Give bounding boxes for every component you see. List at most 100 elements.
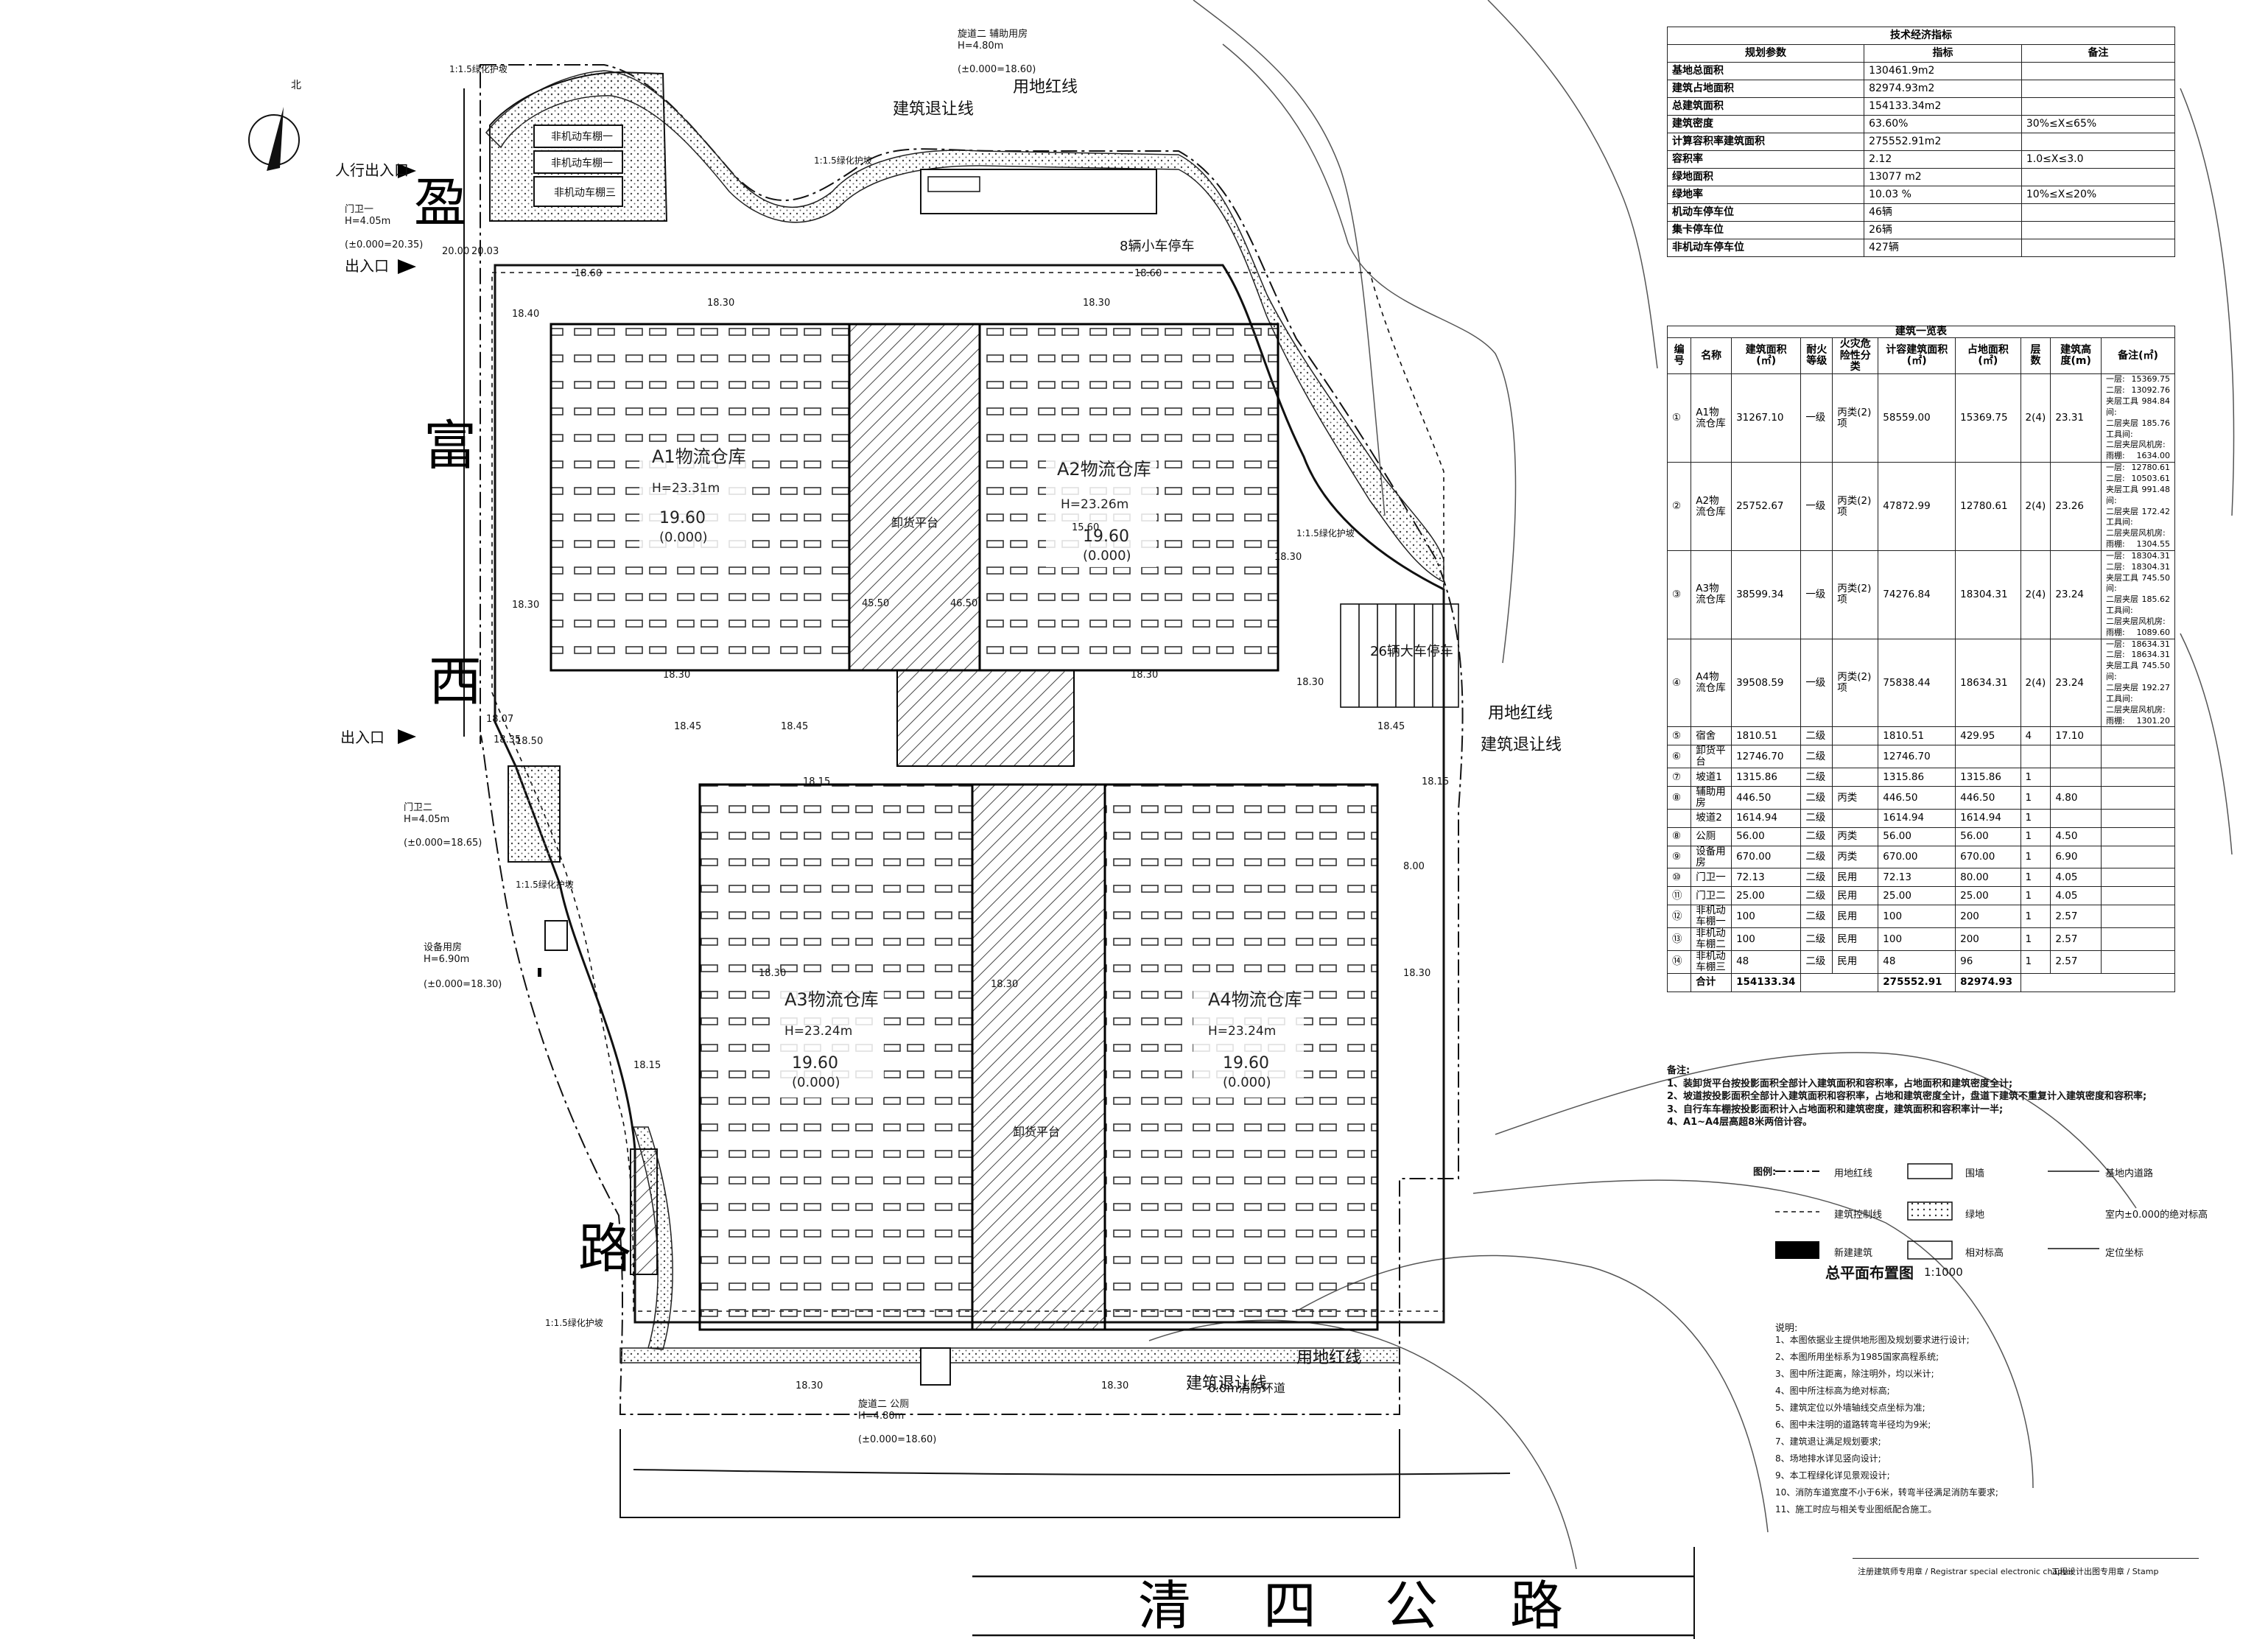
- bldg-cell: 200: [1955, 905, 2021, 929]
- general-note: 1、本图依据业主提供地形图及规划要求进行设计;: [1775, 1335, 1970, 1345]
- svg-text:18.30: 18.30: [991, 979, 1018, 990]
- bldg-cell: 100: [1731, 905, 1802, 929]
- svg-text:18.30: 18.30: [1274, 552, 1302, 563]
- bldg-cell: ⑪: [1666, 886, 1692, 906]
- bldg-cell-note: [2100, 845, 2176, 869]
- bldg-note-line: 二层:18634.31: [2106, 650, 2170, 661]
- bldg-note-label: 二层:: [2105, 561, 2125, 572]
- svg-text:18.30: 18.30: [512, 600, 539, 611]
- bldg-note-line: 二层夹层工具间:172.42: [2106, 507, 2170, 529]
- gate2-title: 门卫二: [404, 802, 432, 813]
- road-south-char-2: 四: [1263, 1575, 1316, 1637]
- gate1-title: 门卫一: [345, 204, 373, 215]
- svg-text:A1物流仓库: A1物流仓库: [652, 446, 746, 467]
- general-note: 3、图中所注距离，除注明外，均以米计;: [1775, 1369, 1934, 1379]
- bldg-cell-name: A3物流仓库: [1691, 550, 1732, 639]
- svg-text:46.50: 46.50: [950, 598, 977, 609]
- footer-design-stamp: 工程设计出图专用章 / Stamp: [2051, 1567, 2159, 1576]
- bldg-cell-calc: 58559.00: [1878, 373, 1956, 463]
- bldg-cell-note: [2100, 950, 2176, 974]
- bldg-cell: 56.00: [1955, 826, 2021, 846]
- tech-cell-value: 2.12: [1864, 150, 2022, 169]
- bldg-note-value: 18304.31: [2131, 561, 2171, 572]
- plan-scale: 1:1000: [1924, 1266, 1963, 1279]
- svg-text:45.50: 45.50: [862, 598, 889, 609]
- bldg-note-label: 雨棚:: [2105, 627, 2125, 637]
- bldg-note-label: 夹层工具间:: [2105, 572, 2138, 594]
- bldg-cell: 200: [1955, 927, 2021, 951]
- north-buildings: [489, 71, 1157, 222]
- bldg-cell: 25.00: [1731, 886, 1802, 906]
- bldg-cell: 二级: [1800, 786, 1833, 810]
- bldg-cell: 丙类: [1832, 786, 1879, 810]
- svg-text:18.30: 18.30: [1403, 968, 1430, 979]
- general-note: 9、本工程绿化详见景观设计;: [1775, 1470, 1890, 1481]
- bldg-cell-foot: 18634.31: [1955, 638, 2021, 728]
- bldg-table-title: 建筑一览表: [1667, 325, 2175, 339]
- bldg-cell-note: [2100, 886, 2176, 906]
- bldg-cell: 1: [2020, 868, 2051, 888]
- general-note: 5、建筑定位以外墙轴线交点坐标为准;: [1775, 1403, 1925, 1413]
- bldg-note-line: 夹层工具间:991.48: [2106, 485, 2170, 507]
- bldg-cell-foot: 12780.61: [1955, 462, 2021, 551]
- bldg-note-label: 一层:: [2105, 639, 2125, 649]
- bldg-cell-area: 25752.67: [1731, 462, 1802, 551]
- bldg-cell: 100: [1878, 905, 1956, 929]
- tech-cell-param: 容积率: [1666, 150, 1865, 169]
- bldg-cell: 辅助用房: [1691, 786, 1732, 810]
- tech-cell-note: [2021, 239, 2176, 257]
- svg-text:18.15: 18.15: [1422, 776, 1449, 787]
- tech-cell-param: 非机动车停车位: [1666, 239, 1865, 257]
- svg-text:18.30: 18.30: [796, 1380, 823, 1391]
- bldg-note-value: 172.42: [2141, 506, 2171, 516]
- svg-text:8.00: 8.00: [1403, 861, 1425, 872]
- bldg-note-label: 二层夹层风机房:: [2105, 704, 2166, 715]
- remark-1: 1、装卸货平台按投影面积全部计入建筑面积和容积率，占地面积和建筑密度全计;: [1667, 1078, 2013, 1089]
- svg-text:18.45: 18.45: [781, 721, 808, 732]
- bldg-cell: 二级: [1800, 845, 1833, 869]
- bldg-cell-area: 39508.59: [1731, 638, 1802, 728]
- bldg-cell-fire: 一级: [1800, 638, 1833, 728]
- bldg-cell-note: [2100, 808, 2176, 828]
- bldg-cell: 2.57: [2050, 927, 2102, 951]
- bldg-cell: 二级: [1800, 726, 1833, 746]
- bldg-note-value: 18634.31: [2131, 639, 2171, 649]
- bldg-cell: [2050, 768, 2102, 787]
- bldg-cell-fire: 一级: [1800, 373, 1833, 463]
- ramp-north: [896, 670, 1075, 767]
- tech-cell-note: [2021, 62, 2176, 80]
- legend-road: 基地内道路: [2105, 1168, 2154, 1179]
- bldg-cell: 二级: [1800, 927, 1833, 951]
- tech-cell-param: 集卡停车位: [1666, 221, 1865, 239]
- bldg-note-line: 雨棚:1634.00: [2106, 451, 2170, 462]
- bldg-cell: 1: [2020, 786, 2051, 810]
- legend-abs-elevation: 室内±0.000的绝对标高: [2105, 1210, 2208, 1221]
- bldg-cell: 公厕: [1691, 826, 1732, 846]
- tech-cell-value: 275552.91m2: [1864, 133, 2022, 151]
- gate2-level: (±0.000=18.65): [404, 838, 482, 849]
- bldg-cell-name: A4物流仓库: [1691, 638, 1732, 728]
- slope-label-c: 1:1.5绿化护坡: [1296, 527, 1355, 538]
- bldg-note-label: 雨棚:: [2105, 451, 2125, 461]
- bldg-total-cell: [1800, 972, 1879, 992]
- bldg-cell-calc: 74276.84: [1878, 550, 1956, 639]
- bldg-note-line: 一层:18304.31: [2106, 551, 2170, 562]
- bldg-cell: 民用: [1832, 950, 1879, 974]
- bldg-cell-calc: 47872.99: [1878, 462, 1956, 551]
- bldg-note-line: 二层:10503.61: [2106, 474, 2170, 485]
- svg-text:18.60: 18.60: [1134, 268, 1162, 279]
- bldg-cell: 4.05: [2050, 868, 2102, 888]
- bldg-cell-fire: 一级: [1800, 550, 1833, 639]
- bldg-note-value: 18304.31: [2131, 550, 2171, 561]
- tech-cell-param: 建筑占地面积: [1666, 80, 1865, 98]
- bldg-note-label: 雨棚:: [2105, 539, 2125, 550]
- setback-label-east: 建筑退让线: [1481, 736, 1562, 754]
